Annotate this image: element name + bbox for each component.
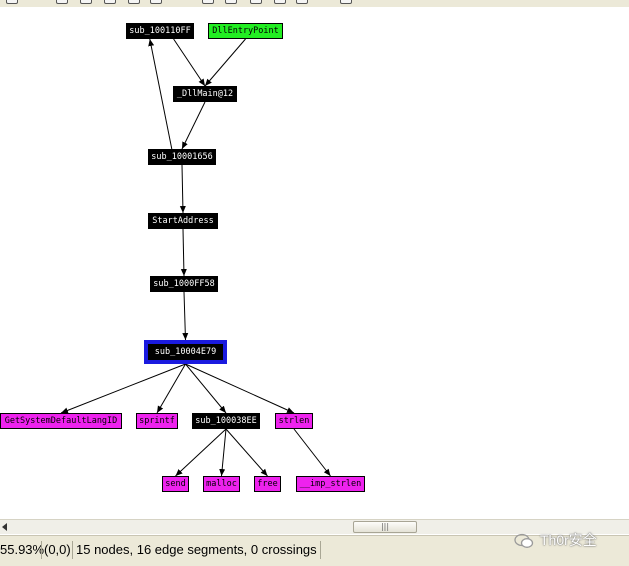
edge-sub-100110ff-to-dllmain12 xyxy=(173,38,206,87)
cursor-position: (0,0) xyxy=(44,542,71,557)
zoom-in-icon[interactable] xyxy=(56,0,68,4)
edge-sub-100038ee-to-malloc xyxy=(219,428,227,477)
node-malloc[interactable]: malloc xyxy=(203,476,240,492)
fit-icon[interactable] xyxy=(104,0,116,4)
node-sub-10004e79[interactable]: sub_10004E79 xyxy=(144,340,227,364)
edge-sub-10004e79-to-strlen xyxy=(185,363,295,414)
edge-startaddress-to-sub-1000ff58 xyxy=(180,228,187,277)
help-icon[interactable] xyxy=(340,0,352,4)
node-sub-10001656[interactable]: sub_10001656 xyxy=(148,149,216,165)
zoom-icon[interactable] xyxy=(128,0,140,4)
node-strlen[interactable]: strlen xyxy=(275,413,313,429)
edge-sub-10001656-to-startaddress xyxy=(179,164,186,214)
node-sub-1000ff58[interactable]: sub_1000FF58 xyxy=(150,276,218,292)
node-send[interactable]: send xyxy=(162,476,189,492)
zoom-out-icon[interactable] xyxy=(80,0,92,4)
search-icon[interactable] xyxy=(225,0,237,4)
edge-dllentrypoint-to-dllmain12 xyxy=(204,38,246,87)
edge-sub-10004e79-to-getsystemdefaultlangid xyxy=(60,363,186,414)
node-imp-strlen[interactable]: __imp_strlen xyxy=(296,476,365,492)
edge-dllmain12-to-sub-10001656 xyxy=(181,101,206,150)
edge-sub-100038ee-to-free xyxy=(225,428,268,477)
watermark: Th0r安全 xyxy=(514,529,597,551)
node-dllmain12[interactable]: _DllMain@12 xyxy=(173,86,237,102)
print-icon[interactable] xyxy=(6,0,18,4)
node-dllentrypoint[interactable]: DllEntryPoint xyxy=(208,23,283,39)
status-divider xyxy=(41,541,42,559)
layout-alt-icon[interactable] xyxy=(296,0,308,4)
node-free[interactable]: free xyxy=(254,476,281,492)
wechat-icon xyxy=(514,534,534,549)
node-startaddress[interactable]: StartAddress xyxy=(148,213,218,229)
scroll-thumb[interactable]: ||| xyxy=(353,521,417,533)
node-sub-100038ee[interactable]: sub_100038EE xyxy=(192,413,260,429)
edge-sub-100038ee-to-send xyxy=(175,428,227,477)
node-getsystemdefaultlangid[interactable]: GetSystemDefaultLangID xyxy=(0,413,122,429)
search-next-icon[interactable] xyxy=(250,0,262,4)
watermark-text: Th0r安全 xyxy=(540,532,597,548)
node-sprintf[interactable]: sprintf xyxy=(136,413,178,429)
status-divider xyxy=(320,541,321,559)
graph-summary: 15 nodes, 16 edge segments, 0 crossings xyxy=(76,542,317,557)
pointer-icon[interactable] xyxy=(150,0,162,4)
graph-edges xyxy=(60,38,331,477)
edge-sub-10001656-to-sub-100110ff xyxy=(148,38,173,150)
node-sub-100110ff[interactable]: sub_100110FF xyxy=(126,23,194,39)
edge-strlen-to-imp-strlen xyxy=(293,428,331,477)
status-divider xyxy=(72,541,73,559)
layout-icon[interactable] xyxy=(274,0,286,4)
home-icon[interactable] xyxy=(202,0,214,4)
scroll-left-icon[interactable] xyxy=(2,523,7,531)
edge-sub-10004e79-to-sprintf xyxy=(156,363,186,414)
zoom-level: 55.93% xyxy=(0,542,45,557)
edge-sub-10004e79-to-sub-100038ee xyxy=(185,363,227,414)
horizontal-scrollbar[interactable]: ||| xyxy=(0,519,629,534)
call-graph-canvas[interactable]: sub_100110FF DllEntryPoint _DllMain@12 sub_… xyxy=(0,7,629,519)
edge-sub-1000ff58-to-sub-10004e79 xyxy=(182,291,189,341)
